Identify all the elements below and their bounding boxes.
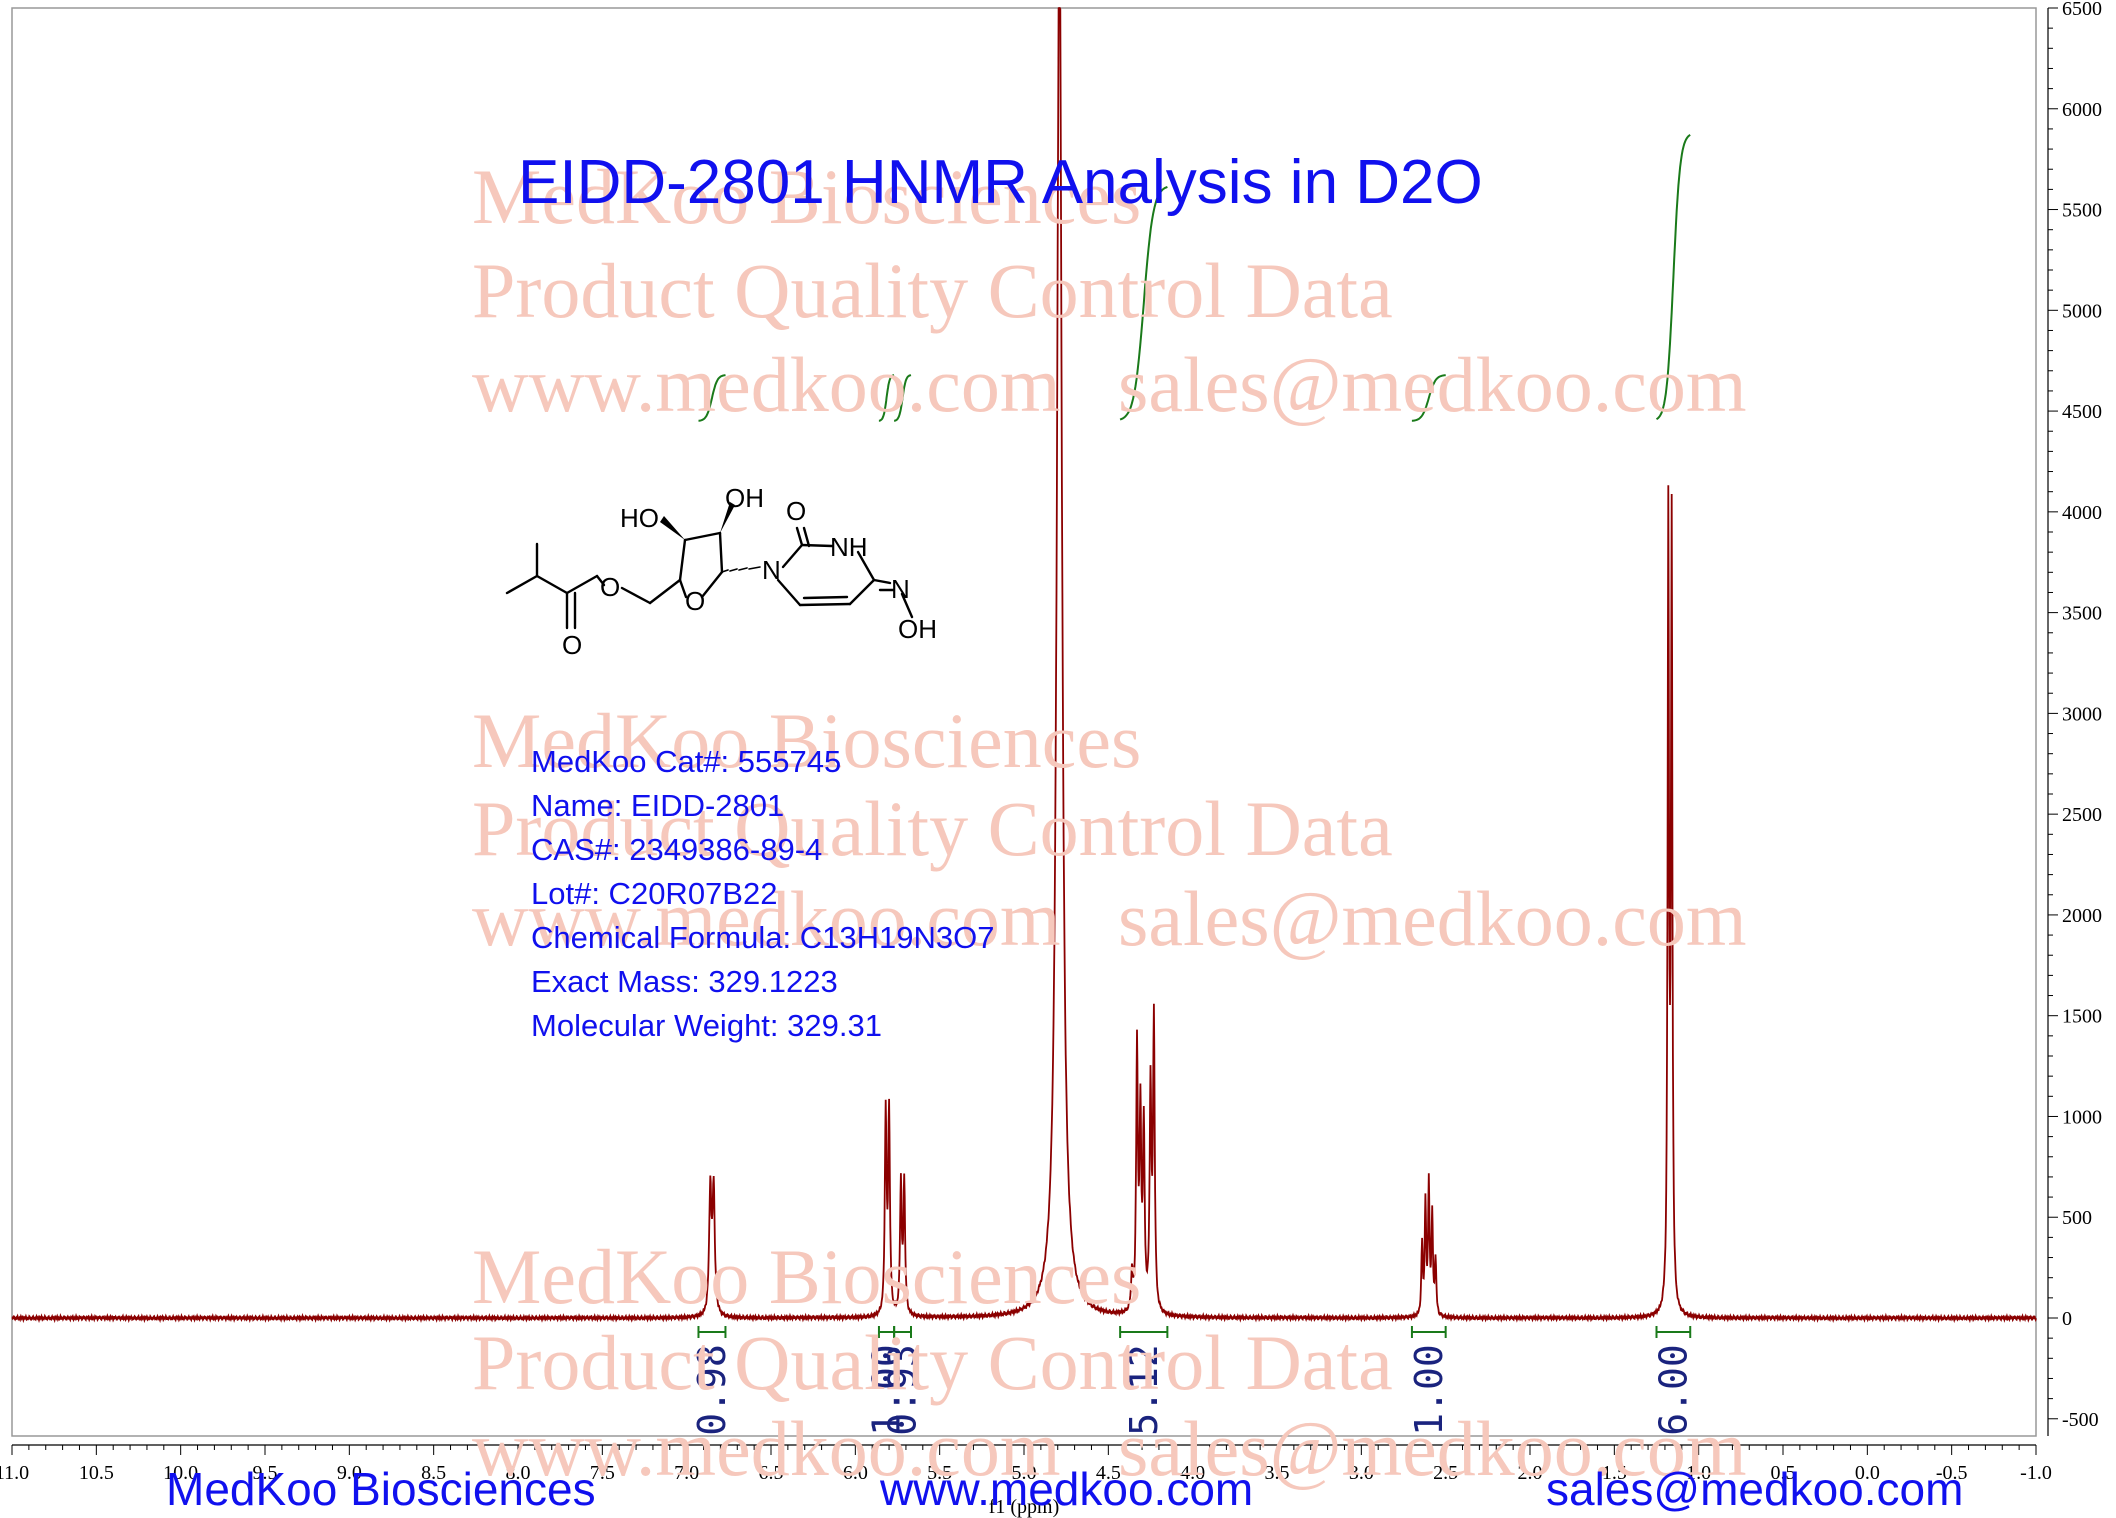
y-tick-label: 4500: [2062, 401, 2102, 423]
watermark-website-2: www.medkoo.com: [472, 875, 1061, 962]
structure-label-n1: N: [762, 555, 781, 585]
x-tick-label: 9.5: [253, 1462, 278, 1484]
watermark-email-1: sales@medkoo.com: [1118, 341, 1747, 428]
integral-value-label: 0.98: [690, 1344, 734, 1436]
integral-curve: [698, 374, 726, 422]
watermark-email-2: sales@medkoo.com: [1118, 875, 1747, 962]
x-tick-label: 2.0: [1518, 1462, 1543, 1484]
spectrum-line: [11, 7, 2037, 1324]
info-lot: Lot#: C20R07B22: [531, 876, 778, 911]
x-tick-label: 7.5: [590, 1462, 615, 1484]
info-molecular-weight: Molecular Weight: 329.31: [531, 1008, 882, 1043]
y-tick-label: 1000: [2062, 1106, 2102, 1128]
x-tick-label: 8.5: [421, 1462, 446, 1484]
x-tick-label: 4.0: [1180, 1462, 1205, 1484]
y-tick-label: 3500: [2062, 603, 2102, 625]
x-tick-label: 1.5: [1602, 1462, 1627, 1484]
y-tick-label: 2500: [2062, 804, 2102, 826]
y-tick-label: 6000: [2062, 99, 2102, 121]
y-tick-label: 500: [2062, 1207, 2092, 1229]
y-tick-label: 6500: [2062, 0, 2102, 20]
watermark-website-3: www.medkoo.com: [472, 1405, 1061, 1492]
integral-curve: [878, 374, 895, 422]
info-cas: CAS#: 2349386-89-4: [531, 832, 823, 867]
watermark-company-1: MedKoo Biosciences: [472, 153, 1142, 240]
integral-curve: [1119, 185, 1168, 421]
info-formula: Chemical Formula: C13H19N3O7: [531, 920, 995, 955]
y-tick-label: 4000: [2062, 502, 2102, 524]
chart-title: EIDD-2801 HNMR Analysis in D2O: [518, 148, 1483, 217]
x-tick-label: 6.0: [843, 1462, 868, 1484]
integral-value-label: 5.12: [1122, 1344, 1166, 1436]
watermark-website-1: www.medkoo.com: [472, 341, 1061, 428]
x-tick-label: 3.0: [1349, 1462, 1374, 1484]
structure-label-n-oxime: N: [891, 574, 910, 604]
x-tick-label: -1.0: [2020, 1462, 2052, 1484]
integral-value-label: 1.00: [865, 1344, 909, 1436]
watermark-company-3: MedKoo Biosciences: [472, 1233, 1142, 1320]
structure-label-nh: NH: [830, 532, 868, 562]
x-tick-label: -0.5: [1936, 1462, 1968, 1484]
watermark-company-2: MedKoo Biosciences: [472, 697, 1142, 784]
integral-curve: [894, 374, 912, 422]
x-tick-label: 4.5: [1096, 1462, 1121, 1484]
y-tick-label: 3000: [2062, 703, 2102, 725]
info-cat: MedKoo Cat#: 555745: [531, 744, 842, 779]
x-tick-label: 5.5: [927, 1462, 952, 1484]
y-tick-label: 0: [2062, 1308, 2072, 1330]
footer-company: MedKoo Biosciences: [166, 1463, 596, 1515]
compound-info: MedKoo Cat#: 555745 Name: EIDD-2801 CAS#…: [531, 740, 994, 1048]
integral-value-label: 1.00: [1407, 1344, 1451, 1436]
y-tick-label: 5000: [2062, 300, 2102, 322]
x-tick-label: 7.0: [674, 1462, 699, 1484]
structure-label-o-ester: O: [600, 572, 620, 602]
integral-value-label: 6.00: [1651, 1344, 1695, 1436]
structure-label-o-ring: O: [685, 586, 705, 616]
integral-value-label: 0.93: [881, 1344, 925, 1436]
y-tick-label: 5500: [2062, 200, 2102, 222]
chemical-structure: [505, 502, 914, 630]
y-tick-label: 1500: [2062, 1006, 2102, 1028]
structure-label-oh-oxime: OH: [898, 614, 937, 644]
x-axis-label: f1 (ppm): [989, 1496, 1060, 1518]
integral-curve: [1411, 374, 1446, 422]
x-tick-label: 1.0: [1686, 1462, 1711, 1484]
x-tick-label: 11.0: [0, 1462, 29, 1484]
structure-label-oh-top: OH: [725, 483, 764, 513]
structure-label-o-urea: O: [786, 496, 806, 526]
watermark-subtitle-3: Product Quality Control Data: [472, 1319, 1393, 1406]
structure-label-o-carbonyl: O: [562, 630, 582, 660]
watermark-email-3: sales@medkoo.com: [1118, 1405, 1747, 1492]
x-tick-label: 3.5: [1265, 1462, 1290, 1484]
plot-frame: [11, 7, 2037, 1437]
x-tick-label: 8.0: [506, 1462, 531, 1484]
x-tick-label: 9.0: [337, 1462, 362, 1484]
integral-curve: [1655, 134, 1691, 421]
x-tick-label: 10.0: [163, 1462, 198, 1484]
x-tick-label: 5.0: [1012, 1462, 1037, 1484]
footer-email[interactable]: sales@medkoo.com: [1546, 1463, 1964, 1515]
x-tick-label: 0.0: [1855, 1462, 1880, 1484]
x-tick-label: 2.5: [1433, 1462, 1458, 1484]
x-tick-label: 0.5: [1771, 1462, 1796, 1484]
y-tick-label: 2000: [2062, 905, 2102, 927]
info-exact-mass: Exact Mass: 329.1223: [531, 964, 838, 999]
x-tick-label: 6.5: [759, 1462, 784, 1484]
watermark-subtitle-1: Product Quality Control Data: [472, 247, 1393, 334]
watermark-subtitle-2: Product Quality Control Data: [472, 785, 1393, 872]
y-tick-label: -500: [2062, 1409, 2099, 1431]
structure-label-ho: HO: [620, 503, 659, 533]
footer-website[interactable]: www.medkoo.com: [880, 1463, 1254, 1515]
x-tick-label: 10.5: [79, 1462, 114, 1484]
info-name: Name: EIDD-2801: [531, 788, 785, 823]
